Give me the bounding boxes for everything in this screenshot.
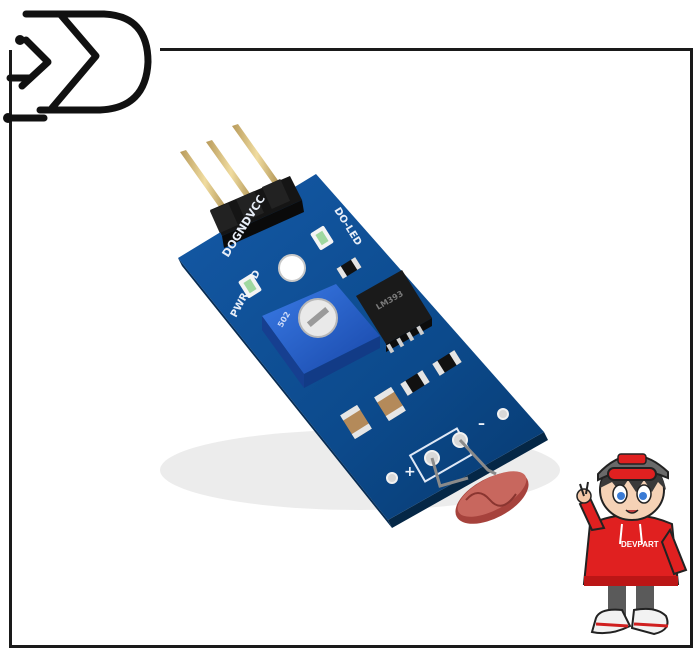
corner-pad <box>497 408 509 420</box>
header-pin-gnd <box>206 140 256 204</box>
smd-capacitor-2 <box>374 386 406 422</box>
frame-top-line <box>160 48 693 51</box>
frame-right-line <box>690 48 693 648</box>
smd-capacitor-1 <box>340 404 372 440</box>
pin-header-housing <box>209 176 304 248</box>
pcb-edge-front <box>388 432 548 528</box>
smd-resistor-2 <box>400 370 430 396</box>
mounting-hole <box>278 254 306 282</box>
header-pin-do <box>180 150 230 214</box>
smd-resistor-3 <box>432 350 462 376</box>
mascot-shirt-text: DEVPART <box>621 540 659 549</box>
corner-pad <box>386 472 398 484</box>
potentiometer: 502 <box>262 284 380 388</box>
polarity-plus: + <box>404 464 416 480</box>
smd-resistor-1 <box>336 257 362 279</box>
image-frame <box>9 50 691 648</box>
header-pin-vcc <box>232 124 282 188</box>
pwr-led <box>238 274 262 298</box>
ldr-leg-1 <box>430 457 469 488</box>
lm393-chip: LM393 <box>356 270 432 354</box>
do-led <box>310 226 334 250</box>
header-pins <box>180 124 282 214</box>
polarity-minus: – <box>478 416 485 432</box>
ldr-leg-2 <box>458 438 497 476</box>
dp-logo-icon <box>3 10 152 123</box>
photoresistor <box>455 471 529 524</box>
pcb-edge <box>178 258 392 528</box>
devpart-mascot-icon <box>576 453 688 636</box>
